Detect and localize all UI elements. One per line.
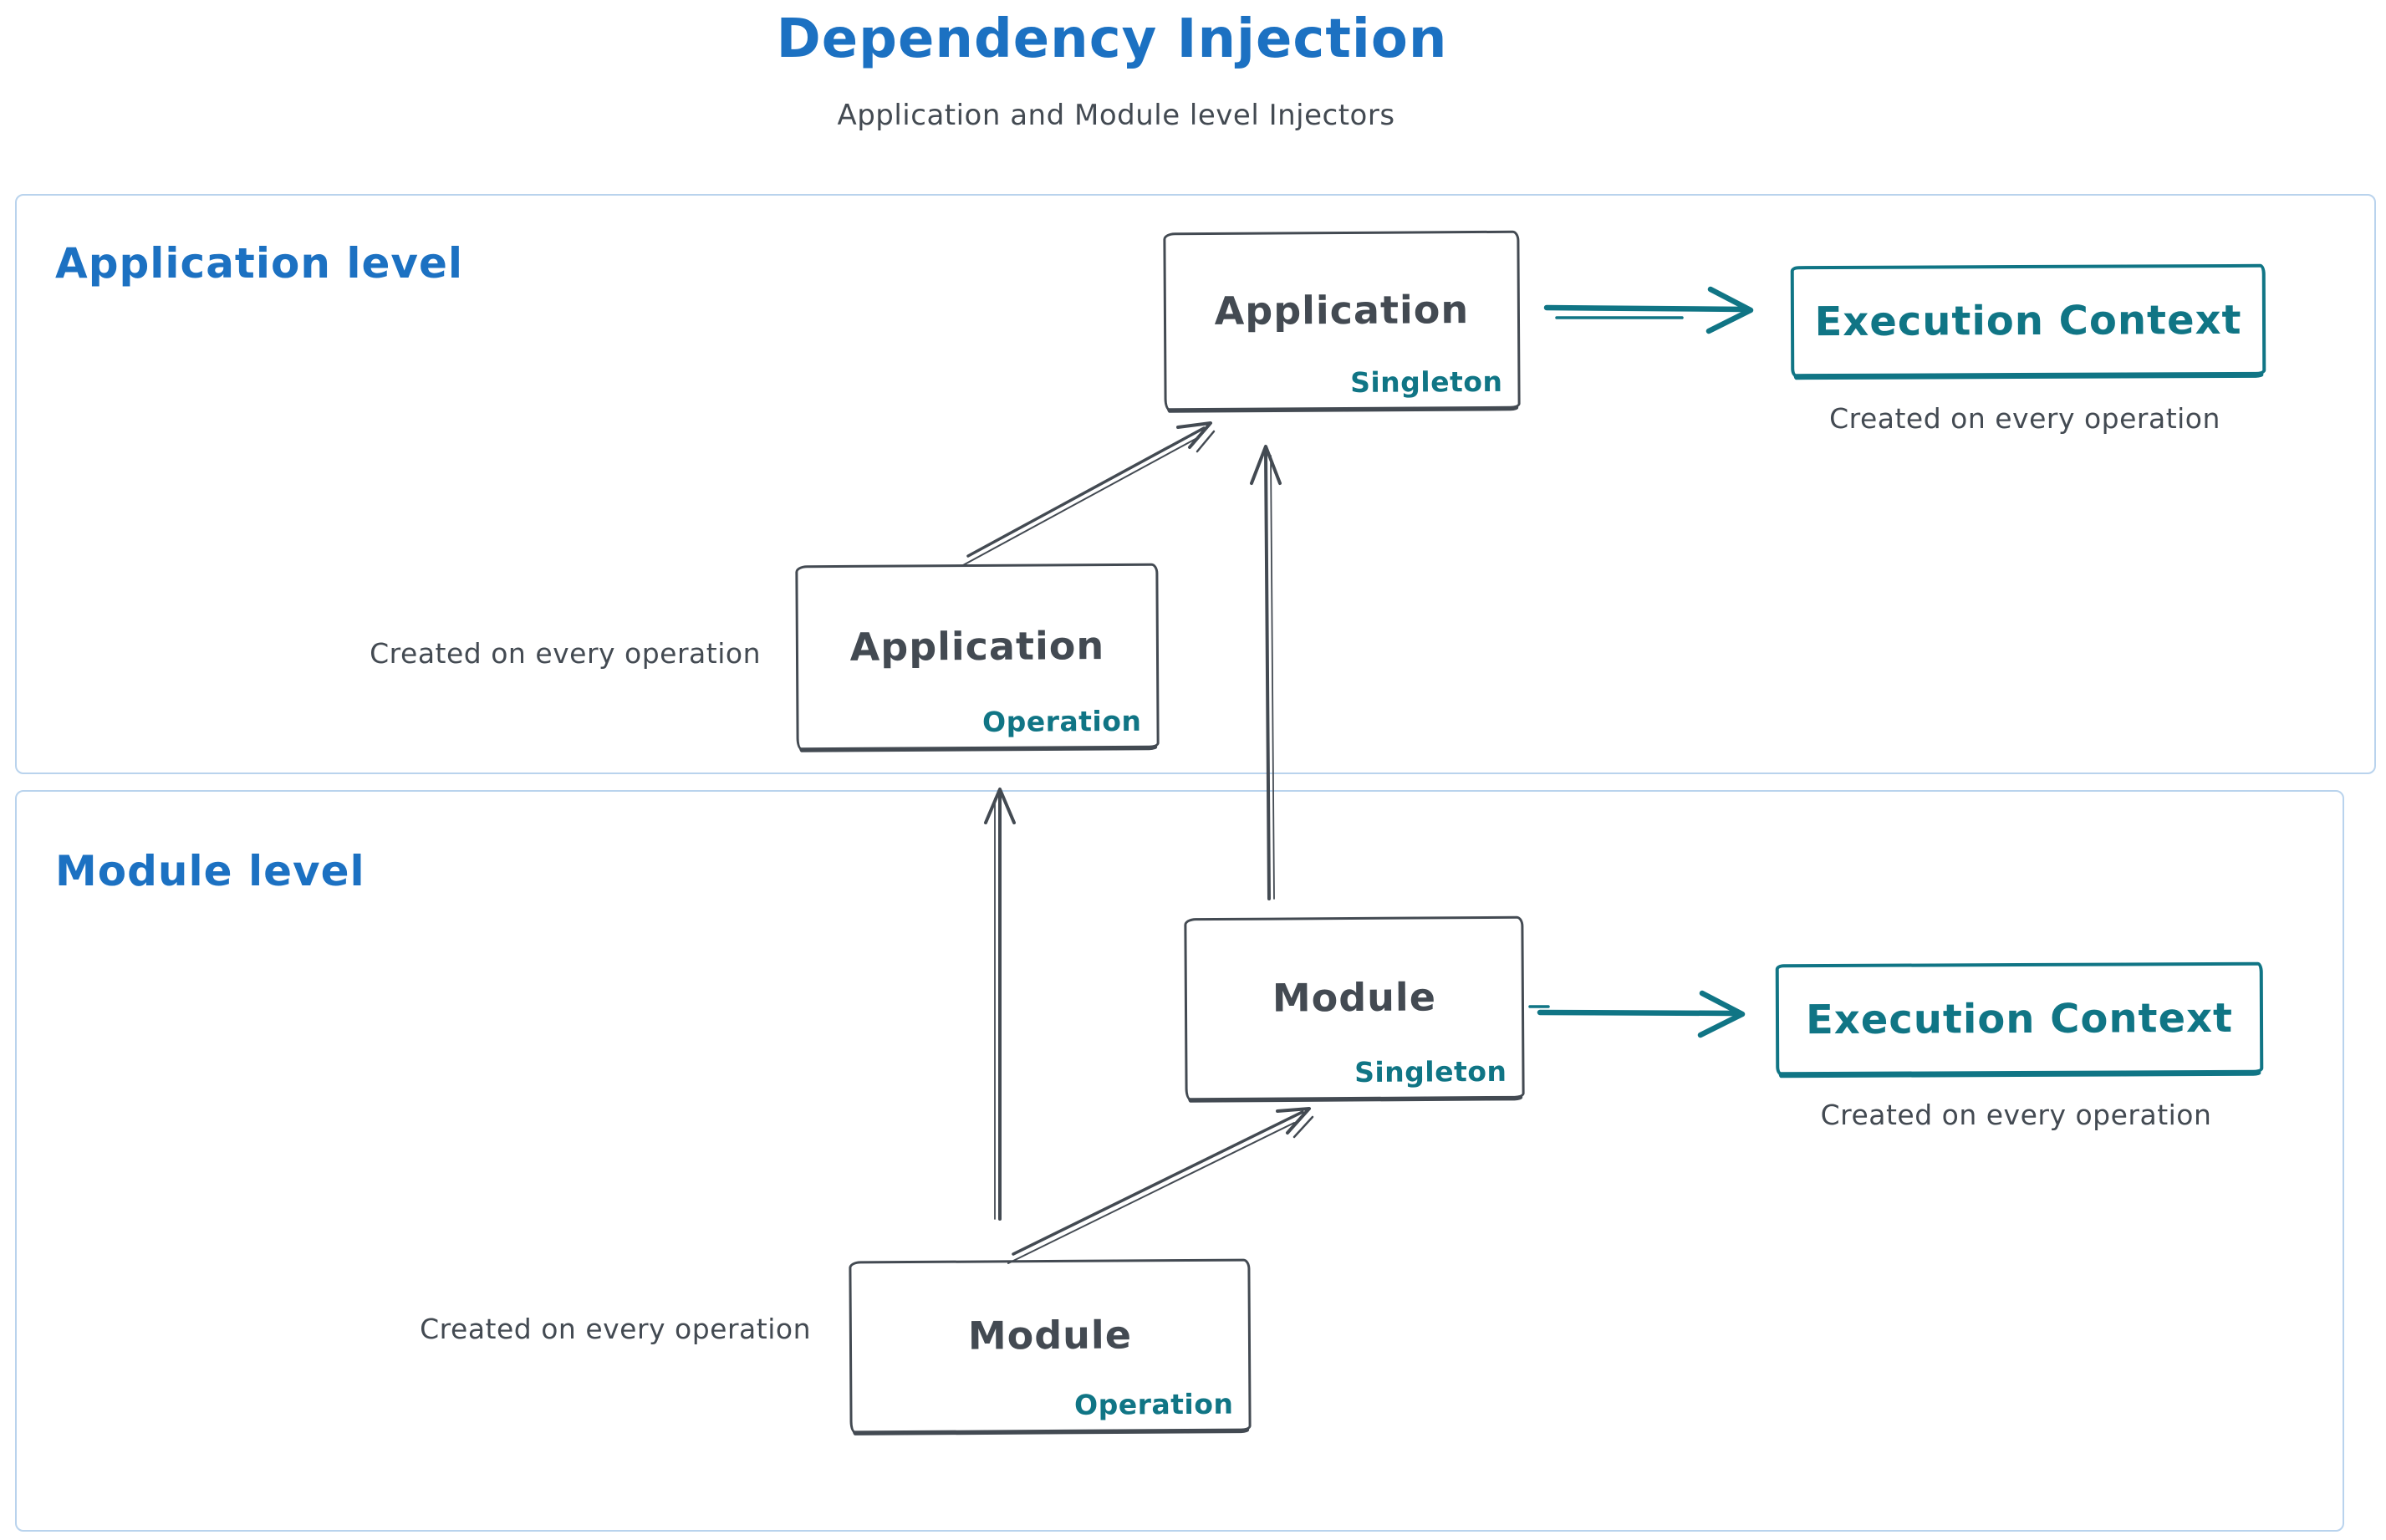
module-operation-title: Module (967, 1312, 1133, 1359)
module-singleton-title: Module (1272, 974, 1437, 1021)
application-execution-context-caption: Created on every operation (1829, 402, 2220, 435)
module-level-container: Module level Module Singleton Execution … (15, 790, 2344, 1532)
application-operation-box: Application Operation (795, 563, 1160, 751)
module-execution-context-label: Execution Context (1805, 994, 2234, 1043)
module-execution-context-box: Execution Context (1775, 961, 2264, 1076)
module-operation-box: Module Operation (849, 1258, 1252, 1434)
page-subtitle: Application and Module level Injectors (837, 99, 1395, 132)
module-singleton-scope: Singleton (1354, 1054, 1507, 1089)
application-operation-caption: Created on every operation (370, 637, 761, 670)
application-singleton-scope: Singleton (1350, 365, 1503, 399)
application-execution-context-box: Execution Context (1790, 263, 2266, 378)
application-execution-context-label: Execution Context (1814, 296, 2242, 345)
application-level-container: Application level Application Singleton … (15, 194, 2376, 774)
module-level-label: Module level (55, 847, 365, 895)
application-operation-scope: Operation (981, 704, 1142, 738)
application-operation-title: Application (849, 622, 1105, 670)
page-title: Dependency Injection (776, 8, 1448, 70)
application-singleton-box: Application Singleton (1163, 230, 1521, 411)
application-level-label: Application level (55, 239, 464, 288)
module-operation-scope: Operation (1073, 1387, 1234, 1421)
application-singleton-title: Application (1214, 286, 1470, 334)
module-singleton-box: Module Singleton (1184, 915, 1525, 1101)
module-operation-caption: Created on every operation (420, 1313, 811, 1345)
module-execution-context-caption: Created on every operation (1820, 1099, 2212, 1131)
